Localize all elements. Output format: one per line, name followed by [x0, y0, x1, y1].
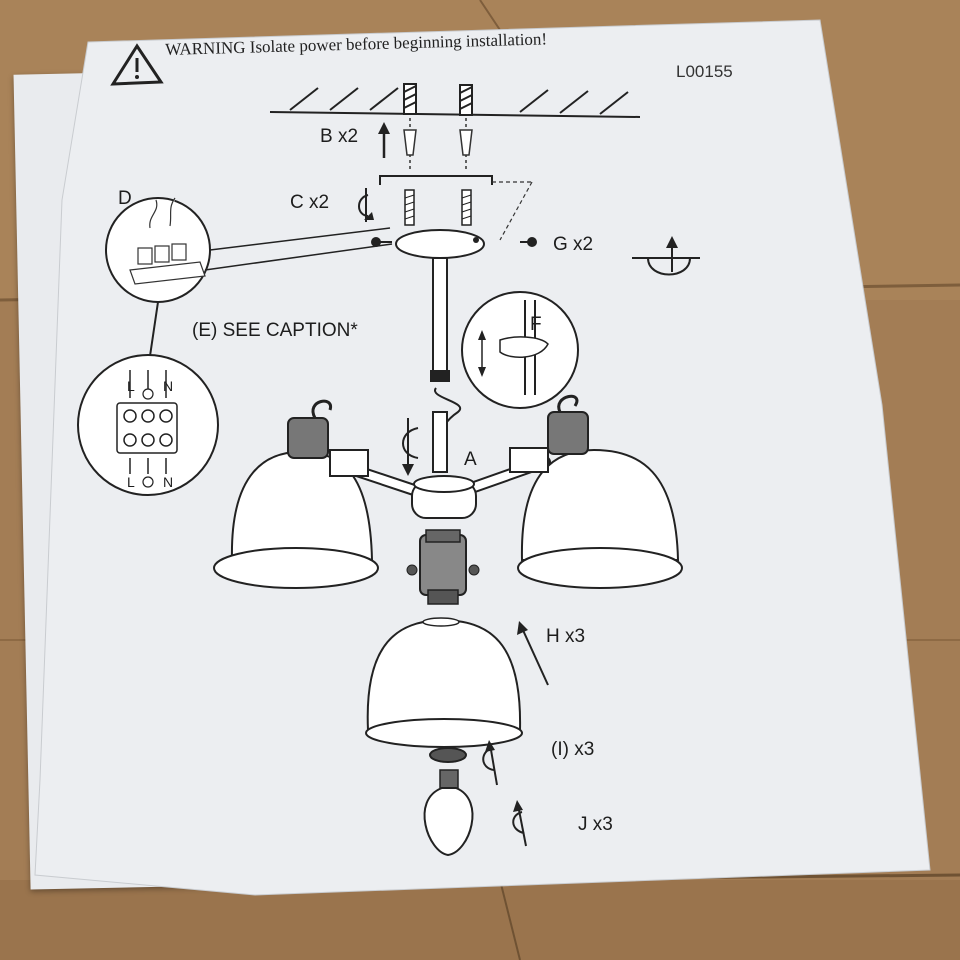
- terminal-bottom-l: L: [127, 474, 135, 490]
- part-i-label: (I) x3: [551, 739, 595, 760]
- part-h-label: H x3: [546, 626, 586, 647]
- terminal-top-n: N: [163, 378, 174, 394]
- part-f-label: F: [530, 314, 542, 335]
- caption-reference: (E) SEE CAPTION*: [192, 320, 358, 341]
- part-j-label: J x3: [578, 814, 613, 835]
- part-a-label: A: [464, 449, 477, 470]
- part-b-label: B x2: [320, 126, 359, 147]
- document-code: L00155: [676, 62, 733, 81]
- part-g-label: G x2: [553, 234, 594, 255]
- terminal-top-l: L: [127, 378, 135, 394]
- terminal-bottom-n: N: [163, 474, 174, 490]
- part-d-label: D: [118, 188, 132, 209]
- part-c-label: C x2: [290, 192, 330, 213]
